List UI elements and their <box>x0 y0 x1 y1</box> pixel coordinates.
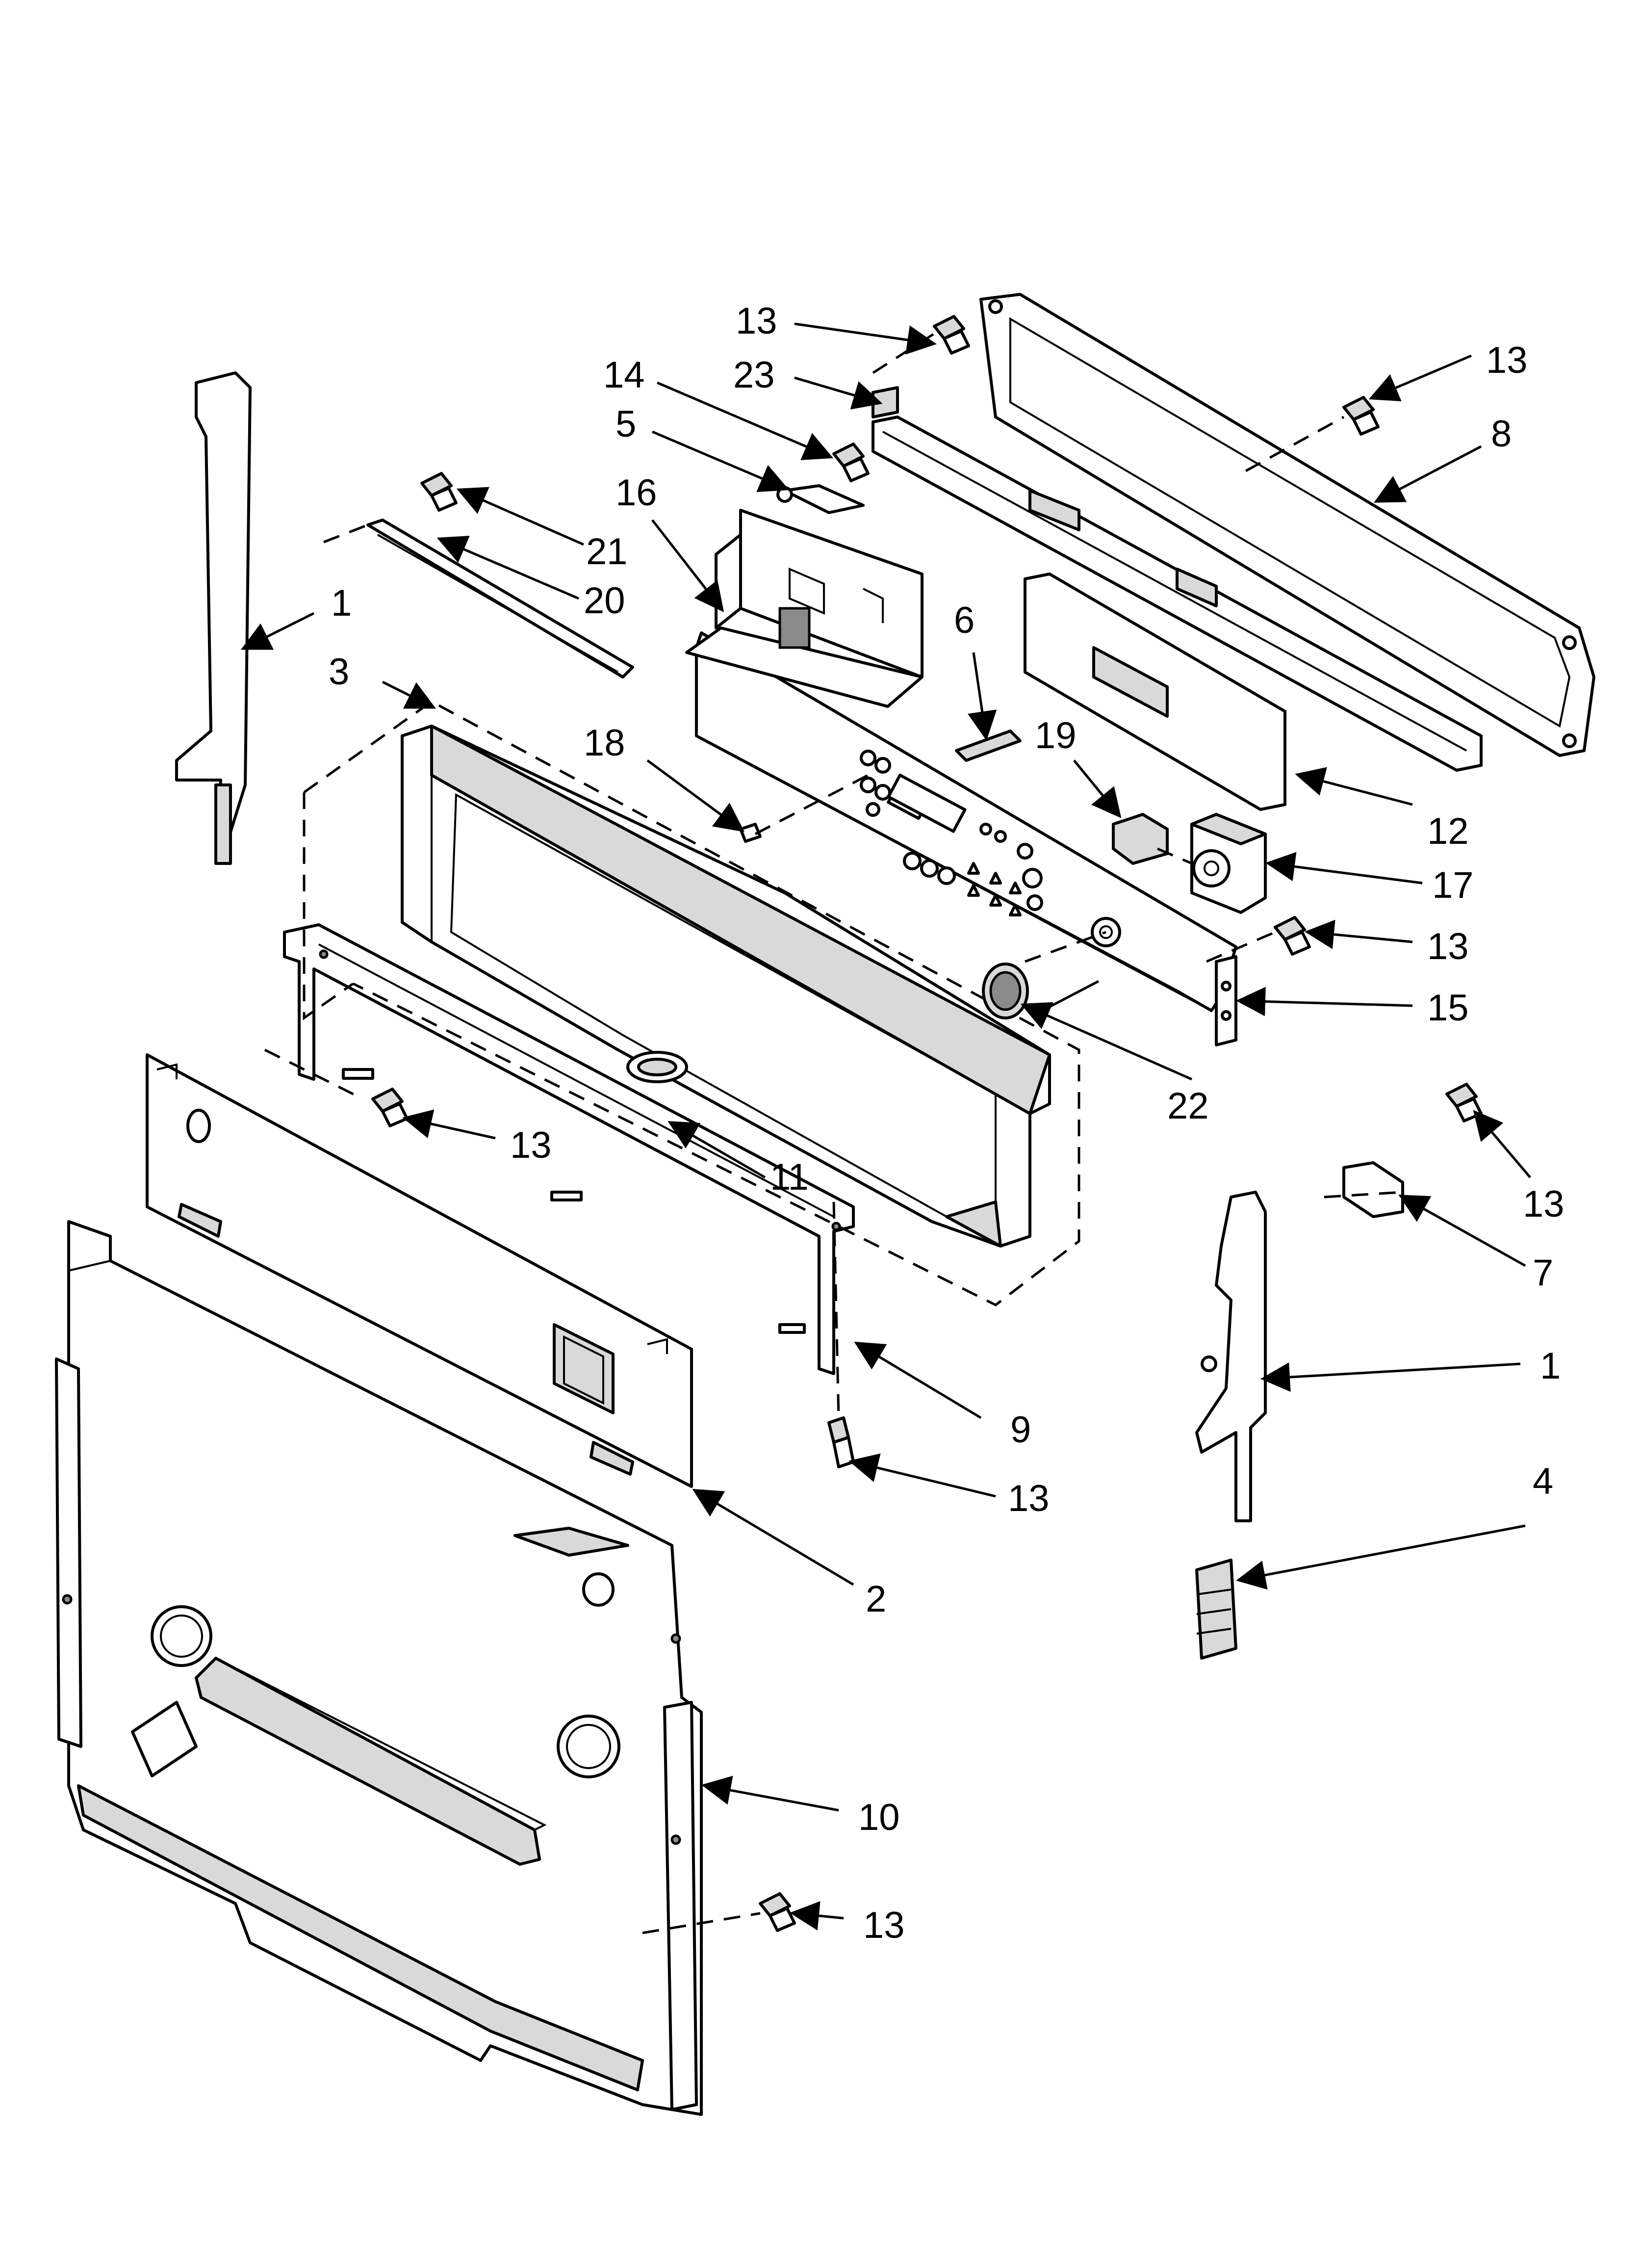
callout-21: 21 <box>586 531 628 573</box>
alignment-line <box>1157 847 1192 865</box>
callout-13: 13 <box>736 300 777 342</box>
callout-6: 6 <box>954 600 975 641</box>
clip-4 <box>1195 1559 1237 1660</box>
screw-top <box>933 315 970 355</box>
screw-21 <box>420 472 458 512</box>
callout-1-left: 1 <box>331 582 352 624</box>
console-3-outline-back <box>303 792 354 1020</box>
callout-13-right: 13 <box>1523 1183 1565 1225</box>
rail-23-assembly <box>872 416 1483 772</box>
callout-10: 10 <box>858 1797 900 1838</box>
alignment-line <box>1245 416 1345 472</box>
bracket-15 <box>1215 955 1237 1046</box>
selector-17 <box>1190 813 1267 914</box>
bracket-5 <box>776 484 865 514</box>
callout-16: 16 <box>616 472 657 514</box>
callout-22: 22 <box>1167 1085 1209 1127</box>
alignment-line <box>1324 1191 1403 1199</box>
callout-12: 12 <box>1427 810 1469 852</box>
alignment-line <box>754 774 869 835</box>
support-9 <box>283 923 855 1375</box>
callout-11: 11 <box>770 1156 809 1198</box>
callout-2: 2 <box>866 1578 886 1620</box>
callout-17: 17 <box>1432 864 1474 906</box>
callout-18: 18 <box>584 722 625 764</box>
callout-1-right: 1 <box>1540 1345 1561 1387</box>
rear-frame-8 <box>979 293 1595 757</box>
screw-rear-right <box>1342 396 1380 436</box>
backguard-10 <box>55 1220 703 2116</box>
callout-5: 5 <box>616 403 636 445</box>
callout-4: 4 <box>1533 1460 1553 1502</box>
callout-8: 8 <box>1491 413 1512 455</box>
alignment-line <box>1025 931 1106 963</box>
screw-14 <box>832 443 870 482</box>
callout-19: 19 <box>1035 715 1077 756</box>
clip-6 <box>955 730 1022 762</box>
alignment-line <box>264 1048 364 1100</box>
screw-7 <box>1445 1083 1483 1122</box>
control-panel-face <box>695 631 1237 1012</box>
screw-10 <box>759 1892 796 1932</box>
callout-3: 3 <box>329 651 349 693</box>
switch-19 <box>1112 813 1169 865</box>
screw-mid-left <box>371 1088 409 1127</box>
callout-13-bottom: 13 <box>863 1904 905 1946</box>
callout-13-rear: 13 <box>1486 339 1528 381</box>
screw-17 <box>1274 916 1311 956</box>
alignment-line <box>1206 931 1276 963</box>
callout-13-mid: 13 <box>510 1124 552 1166</box>
callout-13-selector: 13 <box>1427 926 1469 967</box>
bracket-7 <box>1342 1161 1404 1218</box>
leader-lines <box>241 322 1531 1930</box>
callout-20: 20 <box>584 580 625 622</box>
screw-18 <box>739 823 762 843</box>
callout-7: 7 <box>1533 1252 1553 1294</box>
knob-22 <box>982 963 1100 1019</box>
rail-20 <box>366 519 634 678</box>
callout-23: 23 <box>733 354 775 396</box>
panel-2 <box>146 1053 693 1488</box>
console-3 <box>401 725 1051 1248</box>
control-board-12 <box>1024 573 1286 811</box>
callout-9: 9 <box>1010 1409 1031 1451</box>
alignment-line <box>642 1912 761 1934</box>
alignment-line <box>323 523 368 544</box>
callout-labels: 13 23 14 5 16 21 20 1 3 18 6 19 13 8 12 … <box>329 300 1565 1946</box>
callout-13-lower: 13 <box>1008 1478 1050 1519</box>
end-cap-right <box>1195 1191 1267 1522</box>
end-cap-left <box>175 371 252 865</box>
alignment-line <box>832 1201 840 1418</box>
callout-14: 14 <box>603 354 645 396</box>
screw-9 <box>827 1416 855 1468</box>
callout-15: 15 <box>1427 987 1469 1029</box>
